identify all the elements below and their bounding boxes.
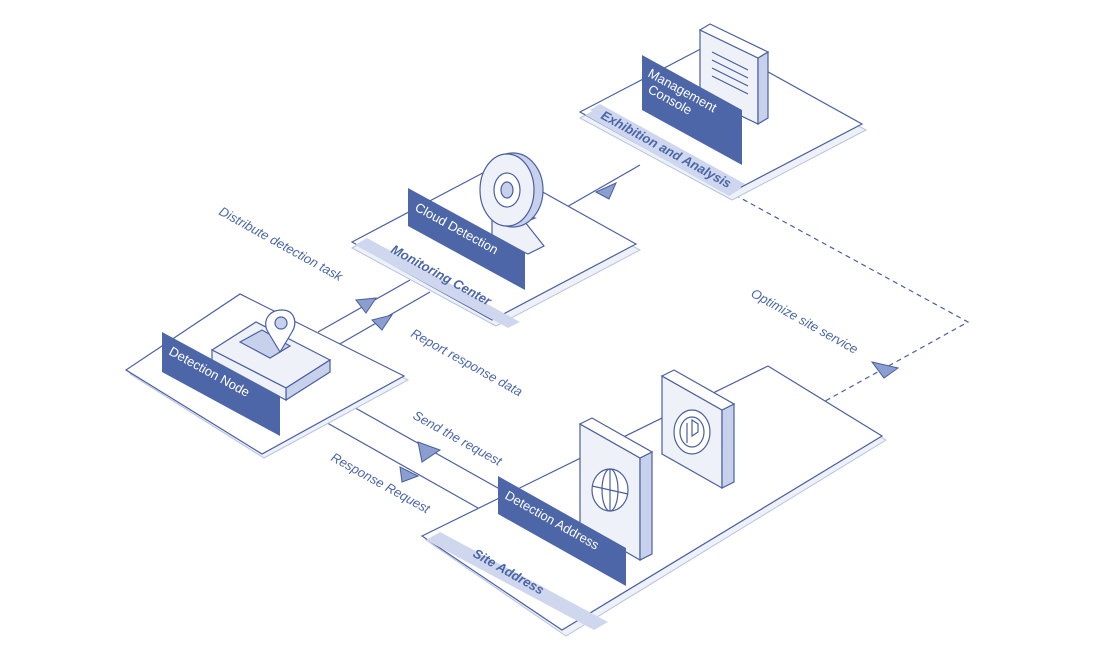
report-label: Report response data: [409, 326, 526, 400]
camera-icon: [479, 152, 545, 255]
response-arrow: [399, 466, 420, 483]
management-console-node: Management Console Exhibition and Analys…: [578, 23, 868, 201]
detection-address-node: Detection Address Site Address: [420, 365, 887, 637]
cloud-detection-node: Cloud Detection Monitoring Center: [350, 152, 642, 328]
address-to-node-line: [321, 419, 479, 509]
ip-address-icon: [660, 369, 736, 490]
detection-node: Detection Node: [124, 293, 410, 459]
mgmt-to-cloud-line: [564, 164, 641, 209]
optimize-arrow: [870, 361, 900, 379]
map-pin-icon: [210, 309, 332, 402]
send-arrow: [417, 441, 442, 463]
optimize-label: Optimize site service: [749, 286, 861, 357]
distribute-label: Distribute detection task: [217, 204, 347, 285]
globe-icon: [578, 417, 654, 562]
report-arrow: [371, 314, 394, 331]
distribute-arrow: [355, 297, 378, 314]
optimize-dashed-line: [734, 194, 970, 406]
mgmt-to-cloud-arrow: [594, 182, 617, 200]
response-label: Response Request: [329, 450, 434, 517]
